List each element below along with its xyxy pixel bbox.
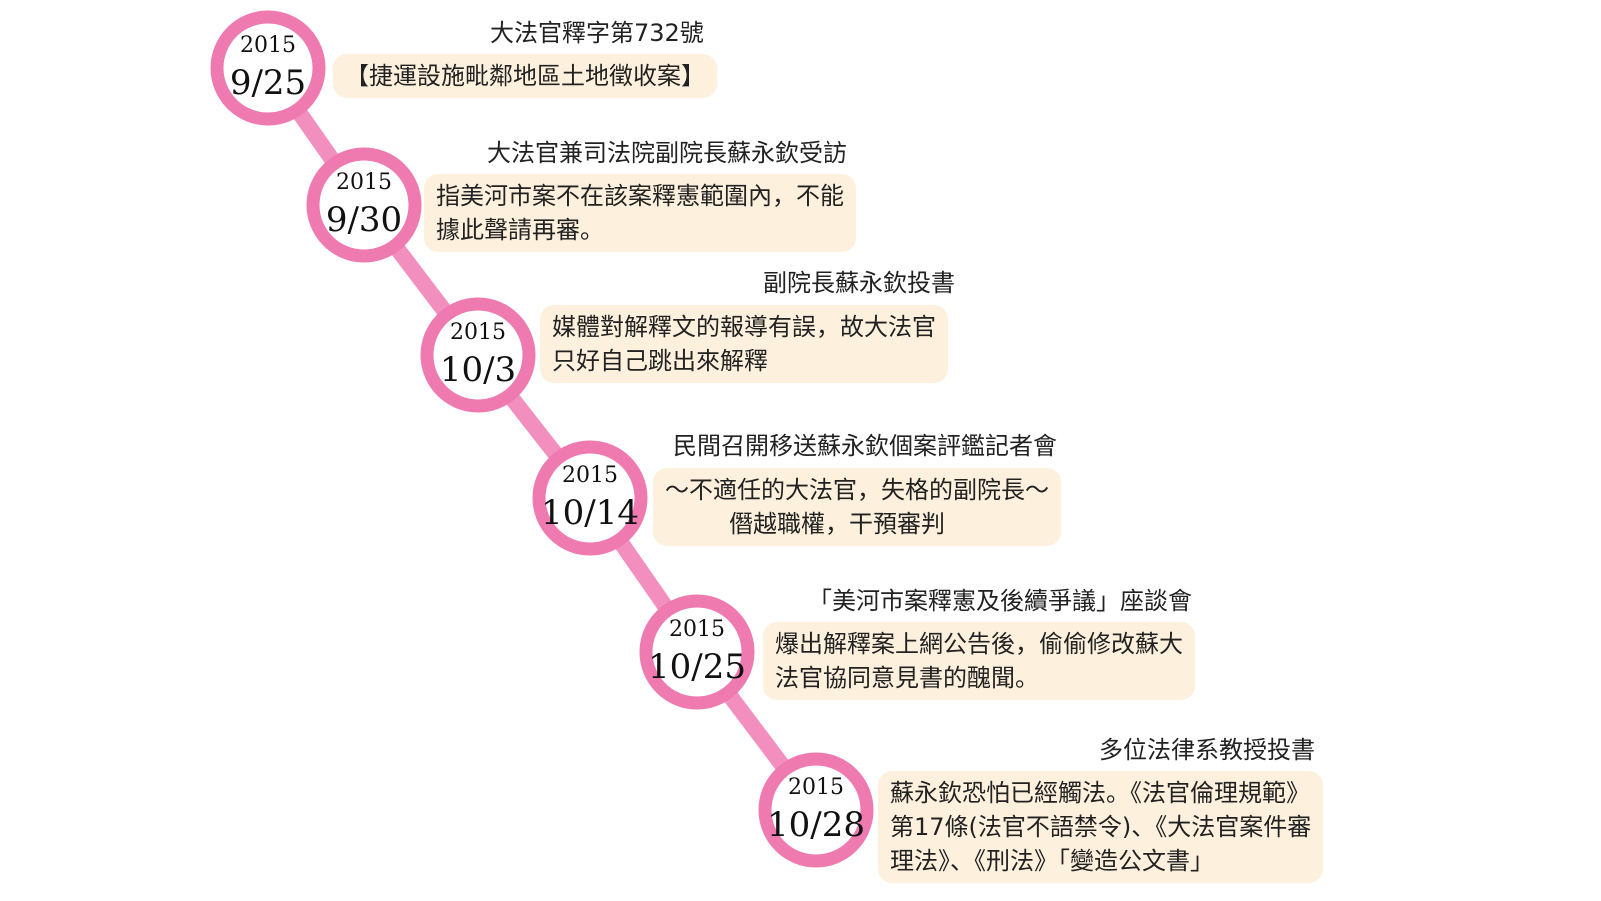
timeline-node: 2015 9/30 [306, 147, 422, 263]
event-title: 大法官兼司法院副院長蘇永欽受訪 [487, 139, 847, 167]
event-description-box: 【捷運設施毗鄰地區土地徵收案】 [333, 54, 717, 98]
node-ring [306, 147, 422, 263]
node-ring [532, 440, 648, 556]
event-description-box: 指美河市案不在該案釋憲範圍內，不能據此聲請再審。 [424, 174, 856, 252]
node-year: 2015 [450, 320, 506, 345]
timeline-node: 2015 10/3 [420, 297, 536, 413]
event-description-line: 只好自己跳出來解釋 [552, 347, 768, 375]
timeline-nodes: 2015 9/25 2015 9/30 2015 10/3 2015 10/14 2015 10/… [210, 10, 874, 868]
event-description-line: 理法》、《刑法》「變造公文書」 [890, 847, 1214, 875]
event-description-line: 爆出解釋案上網公告後，偷偷修改蘇大 [775, 630, 1183, 658]
node-ring [210, 10, 326, 126]
node-year: 2015 [562, 463, 618, 488]
event-description-line: 僭越職權，干預審判 [729, 510, 945, 538]
node-date: 10/3 [440, 350, 516, 390]
node-date: 9/25 [230, 63, 306, 103]
event-title: 民間召開移送蘇永欽個案評鑑記者會 [673, 432, 1057, 460]
event-description-line: 指美河市案不在該案釋憲範圍內，不能 [436, 182, 844, 210]
event-description-box: 爆出解釋案上網公告後，偷偷修改蘇大法官協同意見書的醜聞。 [763, 622, 1195, 700]
node-ring [758, 752, 874, 868]
event-description-line: 蘇永欽恐怕已經觸法。《法官倫理規範》 [890, 779, 1310, 807]
timeline-node: 2015 10/14 [532, 440, 648, 556]
node-year: 2015 [788, 775, 844, 800]
event-description-line: 第17條(法官不語禁令)、《大法官案件審 [890, 813, 1312, 841]
node-year: 2015 [240, 33, 296, 58]
node-date: 10/25 [648, 647, 746, 687]
event-description-line: 【捷運設施毗鄰地區土地徵收案】 [345, 62, 705, 90]
node-ring [639, 594, 755, 710]
event-title: 多位法律系教授投書 [1099, 736, 1315, 764]
event-title: 大法官釋字第732號 [490, 19, 704, 47]
event-description-line: 據此聲請再審。 [436, 216, 604, 244]
node-date: 10/28 [767, 805, 865, 845]
node-year: 2015 [669, 617, 725, 642]
node-date: 9/30 [326, 200, 402, 240]
event-description-line: 媒體對解釋文的報導有誤，故大法官 [552, 313, 936, 341]
timeline-node: 2015 9/25 [210, 10, 326, 126]
event-description-line: ～不適任的大法官，失格的副院長～ [665, 476, 1049, 504]
event-description-box: 蘇永欽恐怕已經觸法。《法官倫理規範》第17條(法官不語禁令)、《大法官案件審理法… [878, 771, 1324, 883]
node-year: 2015 [336, 170, 392, 195]
event-title: 「美河市案釋憲及後續爭議」座談會 [808, 587, 1192, 615]
node-ring [420, 297, 536, 413]
node-date: 10/14 [541, 493, 639, 533]
event-description-box: 媒體對解釋文的報導有誤，故大法官只好自己跳出來解釋 [540, 305, 948, 383]
timeline-node: 2015 10/28 [758, 752, 874, 868]
timeline-node: 2015 10/25 [639, 594, 755, 710]
event-description-line: 法官協同意見書的醜聞。 [775, 664, 1039, 692]
event-description-box: ～不適任的大法官，失格的副院長～ 僭越職權，干預審判 [653, 468, 1061, 546]
event-title: 副院長蘇永欽投書 [763, 269, 955, 297]
